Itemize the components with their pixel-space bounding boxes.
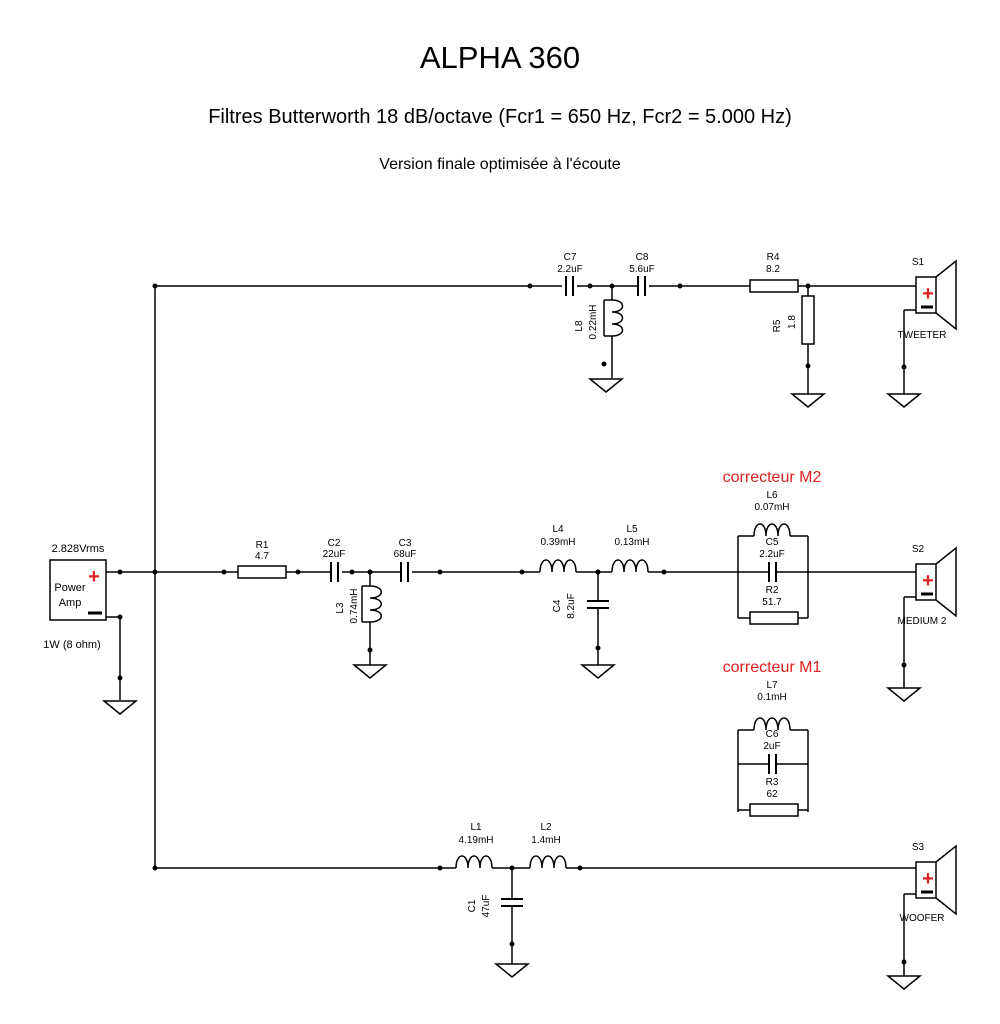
- r3-name: R3: [766, 777, 779, 788]
- r5-value: 1.8: [787, 315, 798, 329]
- l5-name: L5: [626, 524, 638, 535]
- amp-label-2: Amp: [59, 597, 82, 609]
- l7-value: 0.1mH: [757, 692, 786, 703]
- c5-name: C5: [766, 537, 779, 548]
- ground-icon: [789, 393, 827, 408]
- c8-value: 5.6uF: [629, 264, 655, 275]
- s2-label: MEDIUM 2: [898, 616, 947, 627]
- r1-value: 4.7: [255, 551, 269, 562]
- l8-value: 0.22mH: [588, 304, 599, 339]
- c7-value: 2.2uF: [557, 264, 583, 275]
- correcteur-m2-title: correcteur M2: [723, 469, 822, 486]
- c1-value: 47uF: [481, 895, 492, 918]
- c3-value: 68uF: [394, 549, 417, 560]
- c8-name: C8: [636, 252, 649, 263]
- c4-name: C4: [552, 599, 563, 612]
- amp-power: 1W (8 ohm): [43, 639, 100, 651]
- l6-value: 0.07mH: [754, 502, 789, 513]
- woofer-branch: L1 4.19mH L2 1.4mH C1 47uF S3 + WOOFER: [155, 822, 957, 990]
- correcteur-m1-title: correcteur M1: [723, 659, 822, 676]
- plus-icon: +: [88, 566, 100, 588]
- s1-label: TWEETER: [898, 330, 947, 341]
- ground-icon: [579, 664, 617, 679]
- c6-name: C6: [766, 729, 779, 740]
- plus-icon: +: [922, 283, 934, 305]
- r4-name: R4: [767, 252, 780, 263]
- s1-name: S1: [912, 257, 925, 268]
- speaker-s1: S1 + TWEETER: [885, 257, 957, 408]
- l3-value: 0.74mH: [349, 588, 360, 623]
- page-subtitle: Filtres Butterworth 18 dB/octave (Fcr1 =…: [208, 106, 792, 128]
- r5-name: R5: [772, 319, 783, 332]
- l4-name: L4: [552, 524, 564, 535]
- ground-icon: [885, 687, 923, 702]
- r4-value: 8.2: [766, 264, 780, 275]
- correcteur-m2: correcteur M2 L6 0.07mH C5 2.2uF R2 51.7: [723, 469, 822, 625]
- s2-name: S2: [912, 544, 925, 555]
- r2-value: 51.7: [762, 597, 782, 608]
- main-bus: [152, 283, 158, 871]
- ground-icon: [351, 664, 389, 679]
- c2-name: C2: [328, 538, 341, 549]
- l8-name: L8: [574, 320, 585, 332]
- ground-icon: [885, 393, 923, 408]
- speaker-s3: S3 + WOOFER: [885, 842, 957, 990]
- correcteur-m1: correcteur M1 L7 0.1mH C6 2uF R3 62: [723, 659, 822, 817]
- ground-icon: [587, 378, 625, 393]
- l1-name: L1: [470, 822, 482, 833]
- ground-icon: [101, 700, 139, 715]
- c3-name: C3: [399, 538, 412, 549]
- version-note: Version finale optimisée à l'écoute: [379, 156, 621, 173]
- amp-label-1: Power: [54, 582, 86, 594]
- r2-name: R2: [766, 585, 779, 596]
- plus-icon: +: [922, 868, 934, 890]
- r1-name: R1: [256, 540, 269, 551]
- l1-value: 4.19mH: [458, 835, 493, 846]
- tweeter-branch: C7 2.2uF C8 5.6uF L8 0.22mH R4 8.2 R5: [155, 252, 957, 408]
- l7-name: L7: [766, 680, 778, 691]
- ground-icon: [493, 963, 531, 978]
- c7-name: C7: [564, 252, 577, 263]
- l2-value: 1.4mH: [531, 835, 560, 846]
- s3-label: WOOFER: [900, 913, 945, 924]
- medium-branch: R1 4.7 C2 22uF C3 68uF L3 0.74mH L4 0.3: [155, 469, 957, 702]
- l6-name: L6: [766, 490, 778, 501]
- c5-value: 2.2uF: [759, 549, 785, 560]
- l2-name: L2: [540, 822, 552, 833]
- power-amp: Power Amp + 2.828Vrms 1W (8 ohm): [43, 543, 155, 715]
- l4-value: 0.39mH: [540, 537, 575, 548]
- c6-value: 2uF: [763, 741, 780, 752]
- s3-name: S3: [912, 842, 925, 853]
- c2-value: 22uF: [323, 549, 346, 560]
- l3-name: L3: [335, 602, 346, 614]
- c4-value: 8.2uF: [566, 593, 577, 619]
- page-title: ALPHA 360: [419, 40, 581, 75]
- plus-icon: +: [922, 570, 934, 592]
- r3-value: 62: [766, 789, 778, 800]
- l5-value: 0.13mH: [614, 537, 649, 548]
- amp-voltage: 2.828Vrms: [52, 543, 105, 555]
- c1-name: C1: [467, 899, 478, 912]
- ground-icon: [885, 975, 923, 990]
- speaker-s2: S2 + MEDIUM 2: [885, 544, 957, 702]
